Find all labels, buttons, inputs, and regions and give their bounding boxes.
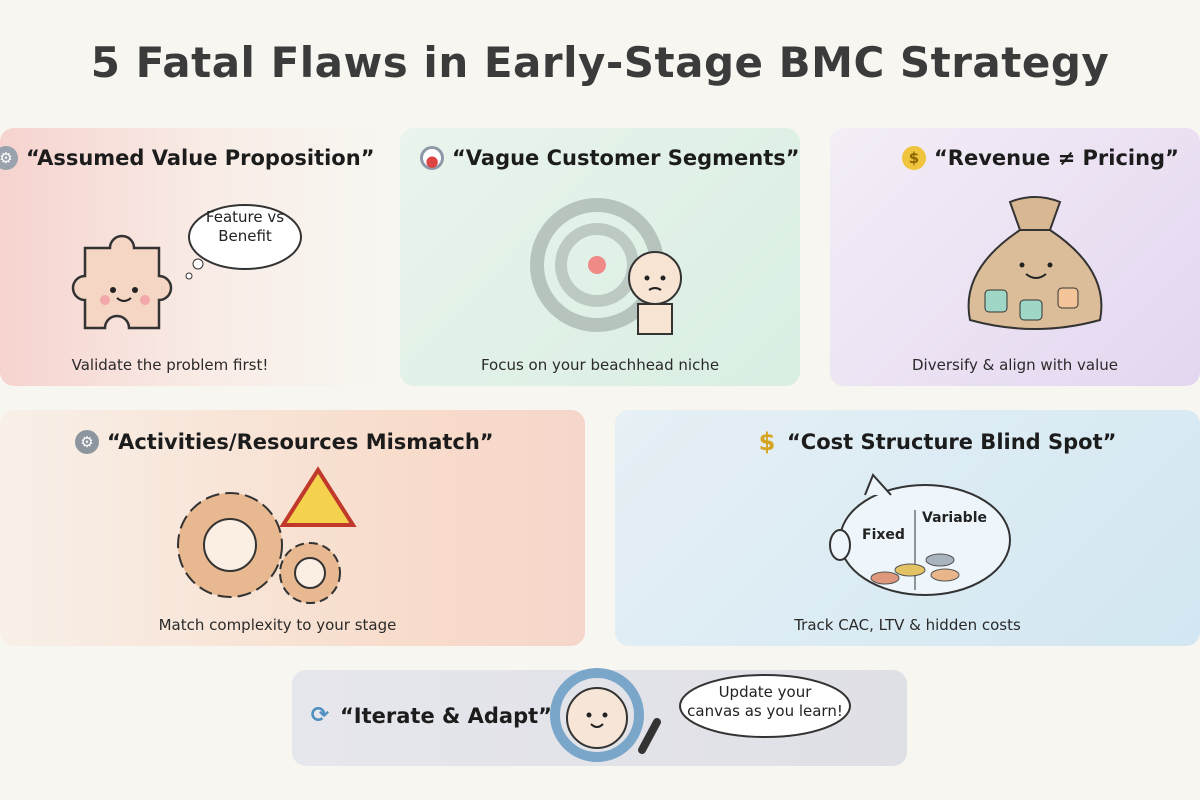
bubble-text: Update your xyxy=(718,683,812,701)
card-cost-structure: $ “Cost Structure Blind Spot” Fixed Varia… xyxy=(615,410,1200,646)
thought-bubble xyxy=(188,204,302,270)
bubble-text: canvas as you learn! xyxy=(687,701,843,720)
gears-warning-illustration xyxy=(177,466,357,604)
gear-icon: ⚙ xyxy=(0,146,18,170)
card-title: “Revenue ≠ Pricing” xyxy=(934,146,1179,170)
target-icon: ● xyxy=(420,146,444,170)
card-title: “Iterate & Adapt” xyxy=(340,704,552,728)
card-title: “Vague Customer Segments” xyxy=(452,146,800,170)
piggy-bank-illustration xyxy=(829,473,1011,596)
fixed-label: Fixed xyxy=(862,527,905,543)
puzzle-piece-illustration xyxy=(71,234,204,330)
card-caption: Match complexity to your stage xyxy=(158,616,397,634)
card-activities-resources: ⚙ “Activities/Resources Mismatch” Match c… xyxy=(0,410,585,646)
card-customer-segments: ● “Vague Customer Segments” Focus on your… xyxy=(400,128,800,386)
card-caption: Diversify & align with value xyxy=(912,356,1118,374)
card-caption: Validate the problem first! xyxy=(71,356,269,374)
confused-character xyxy=(628,251,682,335)
card-revenue-pricing: $ “Revenue ≠ Pricing” Diversify & align w… xyxy=(830,128,1200,386)
card-title: “Activities/Resources Mismatch” xyxy=(107,430,494,454)
dollar-icon: $ xyxy=(758,428,776,456)
gear-icon: ⚙ xyxy=(75,430,99,454)
page-title: 5 Fatal Flaws in Early-Stage BMC Strateg… xyxy=(90,38,1110,87)
refresh-icon: ⟳ xyxy=(310,703,330,728)
iterate-character-illustration xyxy=(550,668,661,762)
card-caption: Focus on your beachhead niche xyxy=(480,356,720,374)
money-bag-illustration xyxy=(967,196,1103,330)
card-caption: Track CAC, LTV & hidden costs xyxy=(794,616,1021,634)
speech-bubble xyxy=(679,674,851,738)
coin-icon: $ xyxy=(902,146,926,170)
card-title: “Assumed Value Proposition” xyxy=(26,146,375,170)
bubble-text: Feature vs xyxy=(205,208,285,226)
card-title: “Cost Structure Blind Spot” xyxy=(787,430,1117,454)
bubble-text: Benefit xyxy=(218,226,272,245)
variable-label: Variable xyxy=(922,510,987,526)
